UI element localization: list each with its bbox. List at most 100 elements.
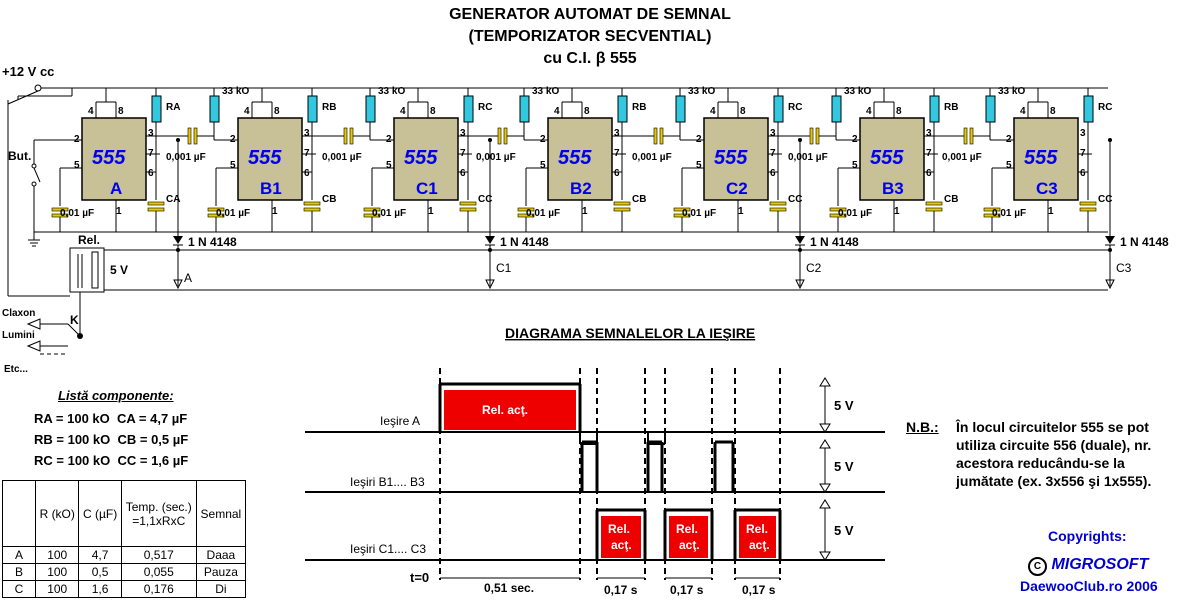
control-capacitor [829, 207, 847, 212]
coupling-capacitor [659, 127, 664, 145]
diode-label: 1 N 4148 [188, 235, 237, 249]
pin-number: 3 [148, 128, 154, 139]
pin-number: 6 [460, 168, 466, 179]
arrow-head [819, 499, 831, 509]
ic-name-label: A [110, 179, 122, 198]
pin-number: 3 [770, 128, 776, 139]
timing-resistor [463, 95, 474, 123]
coupling-capacitor [343, 127, 348, 145]
schematic-title: GENERATOR AUTOMAT DE SEMNAL [449, 6, 731, 23]
resistor-label: RB [944, 102, 958, 113]
tap-label: C1 [496, 261, 512, 275]
capacitor-value: 0,001 µF [322, 152, 362, 163]
pin-number: 6 [1080, 168, 1086, 179]
control-capacitor [983, 207, 1001, 212]
timer-ic-b1 [237, 117, 303, 201]
pin-number: 4 [866, 106, 872, 117]
pin-number: 1 [116, 206, 122, 217]
tap-label: C2 [806, 261, 822, 275]
pin-number: 5 [230, 160, 236, 171]
pin-number: 1 [428, 206, 434, 217]
timing-capacitor [147, 201, 165, 206]
table-header-blank [2, 480, 36, 547]
resistor-value: 33 kO [532, 86, 559, 97]
pin-number: 3 [1080, 128, 1086, 139]
timing-resistor [151, 95, 162, 123]
capacitor-value: 0,001 µF [632, 152, 672, 163]
timer-ic-b2 [547, 117, 613, 201]
table-cell: 0,176 [120, 580, 197, 598]
row-label-b: Ieşiri B1.... B3 [350, 475, 425, 489]
timing-capacitor [769, 201, 787, 206]
relay-text: Rel. acţ. [482, 403, 528, 417]
schematic-ic-label: cu C.I. β 555 [543, 50, 637, 67]
diode-1n4148 [173, 236, 183, 244]
relay-text: acţ. [749, 538, 770, 552]
copyright-icon: C [1028, 557, 1047, 576]
amplitude-label: 5 V [834, 523, 854, 538]
capacitor-label: CC [1098, 194, 1112, 205]
pin-number: 4 [710, 106, 716, 117]
coupling-capacitor [193, 127, 198, 145]
coupling-capacitor [497, 127, 502, 145]
timing-capacitor [459, 207, 477, 212]
ic-type-label: 555 [1024, 147, 1058, 169]
pin-number: 5 [1006, 160, 1012, 171]
capacitor-value: 0,01 µF [838, 208, 872, 219]
capacitor-value: 0,01 µF [682, 208, 716, 219]
timing-capacitor [147, 207, 165, 212]
output-arrow [26, 340, 41, 352]
copyright-brand: C MIGROSOFT [1028, 556, 1148, 576]
pin-number: 1 [1048, 206, 1054, 217]
arrow-head [819, 377, 831, 387]
capacitor-value: 0,01 µF [992, 208, 1026, 219]
arrow-head [819, 483, 831, 493]
table-row: C 100 1,6 0,176 Di [2, 580, 247, 598]
table-cell: 100 [34, 546, 80, 564]
timer-ic-c1 [393, 117, 459, 201]
ic-name-label: C3 [1036, 179, 1058, 198]
control-capacitor [673, 207, 691, 212]
capacitor-label: CB [322, 194, 336, 205]
timing-resistor [307, 95, 318, 123]
trigger-resistor [365, 95, 376, 123]
ic-name-label: B1 [260, 179, 282, 198]
duration-label: 0,17 s [670, 583, 704, 597]
pin-number: 1 [272, 206, 278, 217]
table-row: B 100 0,5 0,055 Pauza [2, 563, 247, 581]
pin-number: 6 [770, 168, 776, 179]
ic-type-label: 555 [404, 147, 438, 169]
table-cell: B [2, 563, 36, 581]
supply-wire [7, 90, 39, 105]
capacitor-label: CC [788, 194, 802, 205]
control-capacitor [51, 207, 69, 212]
coupling-capacitor [963, 127, 968, 145]
duration-label: 0,51 sec. [484, 581, 534, 595]
pin-number: 8 [430, 106, 436, 117]
timing-capacitor [613, 207, 631, 212]
resistor-label: RB [322, 102, 336, 113]
table-cell: 100 [34, 580, 80, 598]
coupling-capacitor [187, 127, 192, 145]
relay-text: Rel. [608, 522, 630, 536]
trigger-resistor [985, 95, 996, 123]
pin-number: 6 [614, 168, 620, 179]
timer-ic-a [81, 117, 147, 201]
coupling-capacitor [349, 127, 354, 145]
trigger-resistor [209, 95, 220, 123]
pin-number: 6 [304, 168, 310, 179]
diode-1n4148 [795, 236, 805, 244]
resistor-value: 33 kO [998, 86, 1025, 97]
timer-ic-c3 [1013, 117, 1079, 201]
duration-label: 0,17 s [742, 583, 776, 597]
tap-arrow [795, 279, 805, 290]
pin-number: 4 [244, 106, 250, 117]
timing-capacitor [303, 207, 321, 212]
timing-capacitor [925, 207, 943, 212]
component-r-c: RC = 100 kO [34, 453, 111, 468]
timing-capacitor [613, 201, 631, 206]
ic-type-label: 555 [870, 147, 904, 169]
table-cell: 4,7 [78, 546, 122, 564]
note-label: N.B.: [906, 419, 939, 435]
timing-table: R (kO) C (µF) Temp. (sec.) =1,1xRxC Semn… [2, 480, 247, 598]
